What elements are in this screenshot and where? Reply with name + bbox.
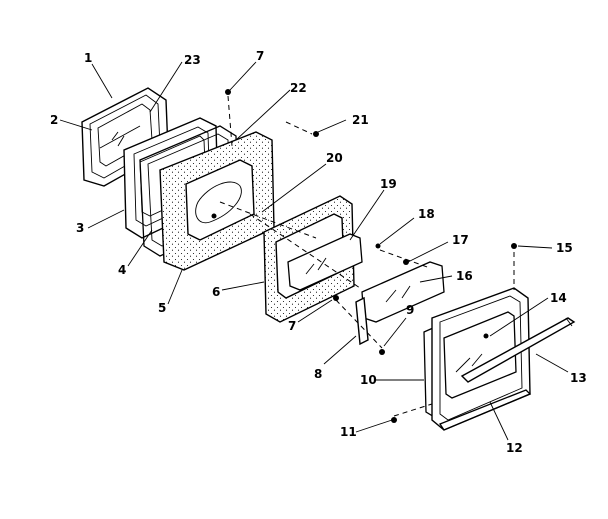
callout-12: 12: [506, 441, 523, 455]
callout-21: 21: [352, 113, 369, 127]
assembly-lines: [219, 95, 515, 417]
bracket-8: [355, 296, 369, 346]
callout-11: 11: [340, 425, 357, 439]
callout-4: 4: [118, 263, 126, 277]
callout-20: 20: [326, 151, 343, 165]
callout-17: 17: [452, 233, 469, 247]
callout-6: 6: [212, 285, 220, 299]
callout-5: 5: [158, 301, 166, 315]
callout-18: 18: [418, 207, 435, 221]
callout-16: 16: [456, 269, 473, 283]
callout-23: 23: [184, 53, 201, 67]
callout-2: 2: [50, 113, 58, 127]
leader-lines: [59, 61, 569, 441]
callout-22: 22: [290, 81, 307, 95]
callout-7-top: 7: [256, 49, 264, 63]
callout-14: 14: [550, 291, 567, 305]
callout-19: 19: [380, 177, 397, 191]
callout-1: 1: [84, 51, 92, 65]
callout-8: 8: [314, 367, 322, 381]
callout-9: 9: [406, 303, 414, 317]
glass-19: [287, 233, 363, 291]
glass-16: [361, 261, 445, 323]
callout-labels: 1 2 3 4 5 6 7 7 8 9 10 11 12 13 14 15 16…: [50, 49, 587, 455]
outer-door-12: [431, 287, 532, 431]
callout-10: 10: [360, 373, 377, 387]
callout-7-bottom: 7: [288, 319, 296, 333]
callout-3: 3: [76, 221, 84, 235]
callout-13: 13: [570, 371, 587, 385]
callout-15: 15: [556, 241, 573, 255]
screws: [225, 89, 517, 423]
handle-13: [460, 317, 576, 383]
